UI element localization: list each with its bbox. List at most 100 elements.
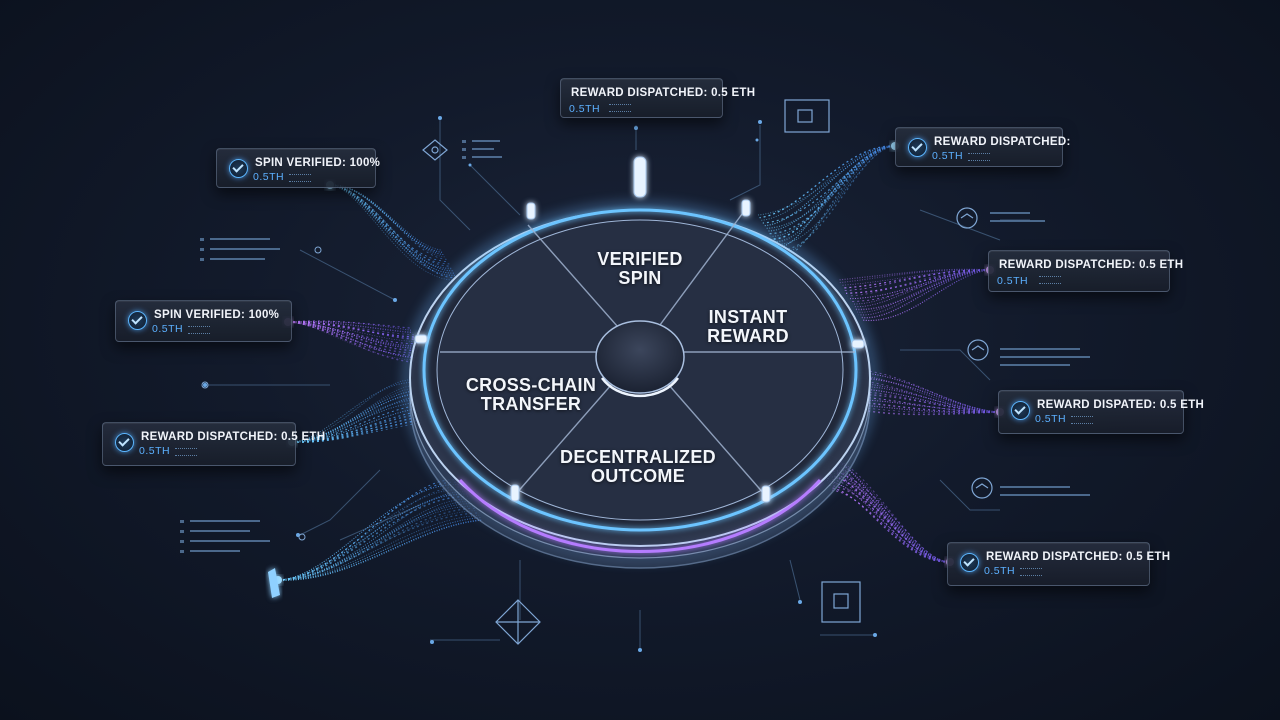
check-icon [128,311,147,330]
fiber-strand [287,321,420,345]
card-micro-text [1020,568,1042,576]
status-card-right-3: REWARD DISPATED: 0.5 ETH 0.5TH [998,390,1204,434]
status-card-right-1: REWARD DISPATCHED: 0.5TH [895,127,1070,167]
fiber-strand [277,503,473,581]
check-icon [229,159,248,178]
fiber-strand [759,145,896,219]
fiber-strand [329,184,458,279]
fiber-strand [329,184,443,253]
fiber-strand [831,489,951,563]
check-icon [960,553,979,572]
fiber-strand [807,449,951,563]
card-amount: 0.5TH [932,150,964,162]
fiber-strand [773,145,896,243]
fiber-strand [329,184,444,256]
fiber-strand [277,514,480,581]
fiber-strand [842,269,991,289]
segment-line: DECENTRALIZED [560,447,716,467]
fiber-strand [329,184,447,260]
fiber-strand [329,184,453,270]
fiber-strand [852,269,991,305]
micro-text-blocks [180,140,1090,553]
fiber-strand [847,269,991,297]
segment-cross-chain-transfer: CROSS-CHAIN TRANSFER [446,376,616,414]
fiber-strand [780,145,896,253]
fiber-strand [291,419,443,443]
fiber-strand [857,269,991,313]
segment-line: INSTANT [708,307,788,327]
fiber-strand [781,145,896,256]
fiber-strand [826,480,951,563]
fiber-strand [822,472,951,563]
fiber-strand [291,406,435,443]
fiber-strand [287,321,414,336]
fiber-strand [858,404,1001,414]
card-label: REWARD DISPATCHED: [934,136,1071,148]
circuit-dots [203,116,877,652]
fiber-strand [277,510,477,581]
fiber-strand [277,486,463,581]
segment-line: SPIN [618,268,662,288]
spin-wheel [268,156,877,598]
fiber-strand [845,269,991,294]
segment-line: TRANSFER [480,394,582,414]
fiber-strand [775,145,896,245]
card-amount: 0.5TH [569,103,601,115]
fiber-strand [830,487,951,563]
fiber-strand [329,184,451,267]
fiber-strand [287,320,410,329]
card-label: REWARD DISPATCHED: 0.5 ETH [571,87,756,99]
card-micro-text [175,448,197,456]
fiber-strand [291,379,419,443]
fiber-strand [837,268,991,281]
fiber-strand [287,321,425,354]
eye-node-icon [956,207,993,499]
square-chip-icon [821,581,861,623]
fiber-strand [329,184,455,274]
fiber-strand [761,145,896,221]
fiber-strand [827,482,951,563]
fiber-strand [277,493,467,581]
card-label: REWARD DISPATED: 0.5 ETH [1037,399,1205,411]
status-card-left-3: REWARD DISPATCHED: 0.5 ETH 0.5TH [102,422,325,466]
fiber-strand [858,269,991,316]
segment-decentralized-outcome: DECENTRALIZED OUTCOME [548,448,728,486]
fiber-strand [772,145,896,240]
link-node-icons [201,246,322,541]
fiber-strand [277,479,459,581]
card-amount: 0.5TH [139,445,171,457]
fiber-strand [844,269,991,291]
fiber-strand [829,484,951,563]
fiber-strand [287,321,428,359]
card-micro-text [609,104,631,112]
fiber-strand [769,145,896,235]
fiber-strand [287,320,413,334]
fiber-strand [765,145,896,229]
fiber-strand [861,269,991,321]
fiber-strand [291,400,431,443]
fiber-strand [841,269,991,286]
fiber-strand [329,184,442,251]
fiber-strand [839,269,991,284]
segment-line: OUTCOME [590,466,686,486]
segment-line: VERIFIED [597,249,683,269]
fiber-strand [329,184,450,265]
fiber-strand [816,463,951,563]
card-label: SPIN VERIFIED: 100% [255,157,381,169]
card-micro-text [1039,276,1061,284]
card-amount: 0.5TH [997,275,1029,287]
fiber-strand [329,184,454,272]
card-micro-text [968,153,990,161]
card-micro-text [188,326,210,334]
fiber-strand [855,269,991,311]
fiber-strand [277,500,471,581]
card-amount: 0.5TH [253,171,285,183]
fiber-strand [842,377,1001,413]
fiber-strand [762,145,896,224]
fiber-strand [329,184,457,277]
check-icon [115,433,134,452]
fiber-strand [277,505,474,581]
status-card-left-1: SPIN VERIFIED: 100% 0.5TH [216,148,380,188]
card-label: REWARD DISPATCHED: 0.5 ETH [141,431,326,443]
